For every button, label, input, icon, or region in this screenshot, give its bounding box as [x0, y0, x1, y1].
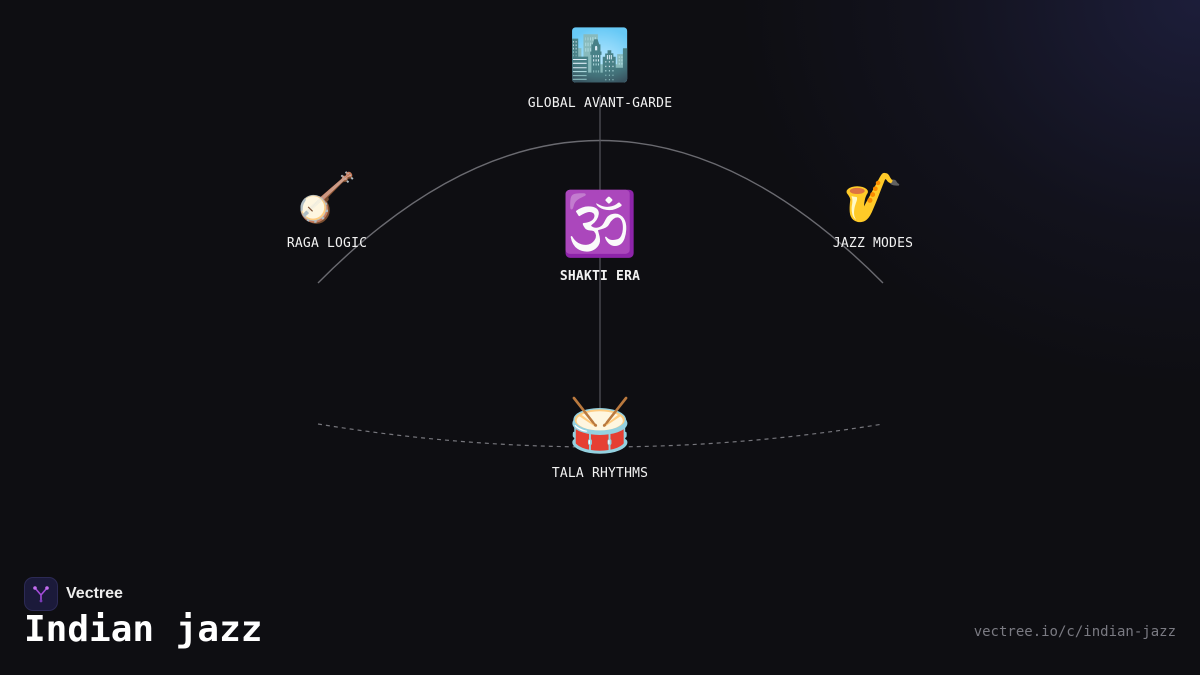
om-icon: 🕉️: [561, 187, 639, 260]
node-global-avant-garde[interactable]: 🏙️ GLOBAL AVANT-GARDE: [528, 30, 672, 111]
brand[interactable]: Vectree: [24, 577, 123, 611]
node-label: GLOBAL AVANT-GARDE: [527, 96, 673, 111]
node-label: RAGA LOGIC: [286, 236, 368, 251]
node-label: TALA RHYTHMS: [551, 466, 649, 481]
city-icon: 🏙️: [568, 26, 632, 84]
node-tala-rhythms[interactable]: 🥁 TALA RHYTHMS: [552, 400, 648, 481]
vectree-logo-icon: [24, 577, 58, 611]
node-jazz-modes[interactable]: 🎷 JAZZ MODES: [833, 174, 913, 251]
saxophone-icon: 🎷: [843, 170, 903, 226]
tree-branch-icon: [33, 586, 49, 603]
drum-icon: 🥁: [567, 396, 633, 456]
node-raga-logic[interactable]: 🪕 RAGA LOGIC: [287, 174, 367, 251]
page-url[interactable]: vectree.io/c/indian-jazz: [973, 624, 1176, 640]
lower-dashed-arc: [317, 423, 884, 448]
brand-name: Vectree: [66, 585, 123, 602]
node-shakti-era[interactable]: 🕉️ SHAKTI ERA: [559, 187, 641, 285]
page-title: Indian jazz: [24, 609, 263, 650]
node-label: SHAKTI ERA: [559, 269, 641, 284]
node-label: JAZZ MODES: [832, 236, 914, 251]
banjo-icon: 🪕: [297, 170, 357, 226]
